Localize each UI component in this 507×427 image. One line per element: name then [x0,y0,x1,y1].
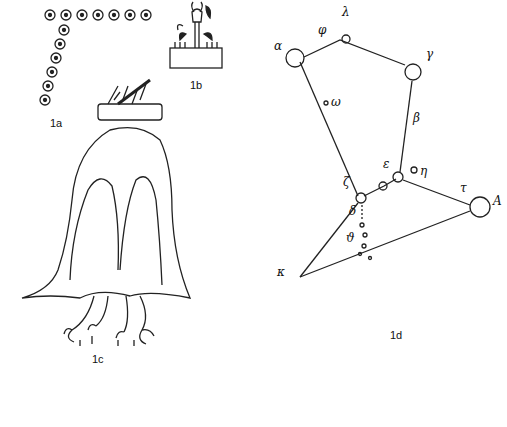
star-letter: δ [349,205,356,217]
star-letter: ε [383,158,389,170]
star-letter: γ [426,48,433,60]
star-letter: ω [331,96,341,108]
constellation [286,35,490,277]
star-letter: α [274,40,282,52]
star-letter: φ [318,24,326,36]
star-letter: λ [342,6,350,18]
star-letter: ϑ [346,232,355,244]
offering-glyph [170,2,222,68]
star-letter: ζ [343,176,350,188]
star-letter: κ [277,266,285,278]
bead-chain [40,10,151,105]
figure-number: 1c [92,354,104,365]
star-letter: τ [460,182,467,194]
star-letter: β [413,112,420,124]
mountain-glyph [22,80,190,346]
figure-number: 1a [50,118,62,129]
figure-number: 1b [190,80,202,91]
figure-number: 1d [390,330,402,341]
star-letter: η [420,165,427,177]
star-letter: A [493,195,502,207]
